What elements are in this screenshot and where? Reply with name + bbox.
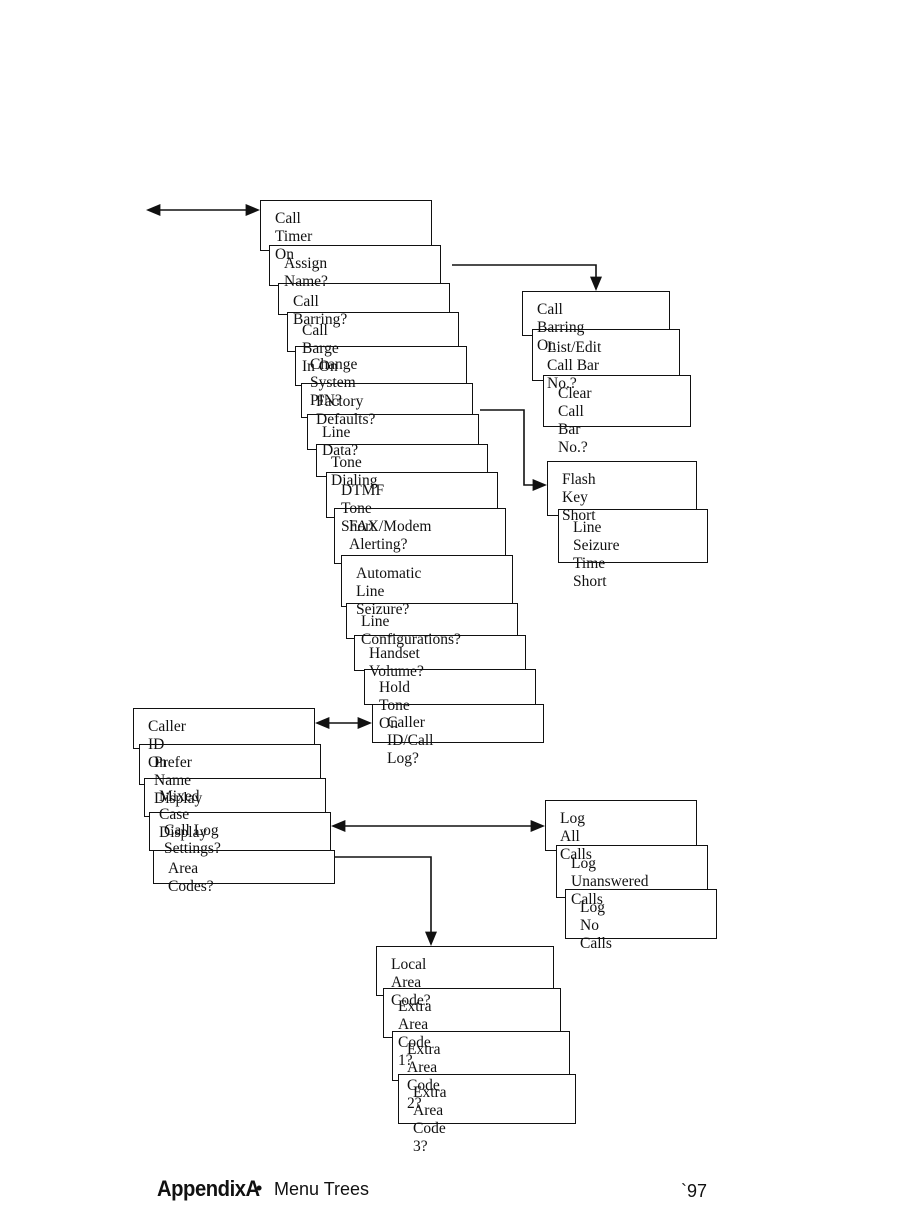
menu-box-clear-call-bar-no xyxy=(543,375,691,427)
menu-box-log-no-calls xyxy=(565,889,717,939)
menu-item-label: Tone Dialing xyxy=(331,454,378,489)
area-codes-arrow xyxy=(425,931,437,946)
menu-item-label: Mixed Case Display xyxy=(159,788,208,841)
menu-item-label: Caller ID/Call Log? xyxy=(387,714,434,767)
menu-box-fax-modem-alerting xyxy=(334,508,506,564)
menu-box-local-area-code xyxy=(376,946,554,996)
footer-section-title: Menu Trees xyxy=(274,1179,370,1199)
footer-bullet: • xyxy=(256,1178,263,1198)
menu-item-label: Prefer Name Display xyxy=(154,754,203,807)
menu-box-call-log-settings xyxy=(149,812,331,851)
menu-box-call-barge-in-on xyxy=(287,312,459,352)
menu-item-label: Call Barge In On xyxy=(302,322,339,375)
entry-arrow-left xyxy=(146,204,161,216)
menu-box-call-timer-on xyxy=(260,200,432,251)
menu-item-label: Assign Name? xyxy=(284,255,328,290)
menu-item-label: Extra Area Code 3? xyxy=(413,1084,447,1155)
menu-item-label: Log Unanswered Calls xyxy=(571,855,649,908)
menu-item-label: Clear Call Bar No.? xyxy=(558,385,592,456)
entry-arrow-right xyxy=(245,204,260,216)
menu-item-label: Hold Tone On xyxy=(379,679,410,732)
caller-id-arrow-right xyxy=(357,717,372,729)
menu-item-label: List/Edit Call Bar No.? xyxy=(547,339,602,392)
menu-item-label: Extra Area Code 1? xyxy=(398,998,432,1069)
menu-item-label: Local Area Code? xyxy=(391,956,431,1009)
line-data-arrow xyxy=(532,479,547,491)
call-log-arrow-left xyxy=(331,820,346,832)
menu-item-label: Change System PIN? xyxy=(310,356,358,409)
menu-box-area-codes xyxy=(153,850,335,884)
menu-item-label: DTMF Tone Short xyxy=(341,482,385,535)
menu-box-line-configurations xyxy=(346,603,518,639)
menu-box-assign-name xyxy=(269,245,441,286)
menu-item-label: Call Barring On xyxy=(537,301,585,354)
menu-item-label: Line Configurations? xyxy=(361,613,461,648)
menu-box-extra-area-code-3 xyxy=(398,1074,576,1124)
menu-box-automatic-line-seizure xyxy=(341,555,513,607)
menu-item-label: Handset Volume? xyxy=(369,645,424,680)
call-log-arrow-right xyxy=(530,820,545,832)
menu-box-flash-key-short xyxy=(547,461,697,516)
area-codes-connector xyxy=(335,856,432,932)
menu-item-label: Log No Calls xyxy=(580,899,612,952)
footer-appendix-label: AppendixA xyxy=(157,1176,260,1201)
menu-item-label: Flash Key Short xyxy=(562,471,596,524)
menu-item-label: Call Barring? xyxy=(293,293,348,328)
footer-page-number: `97 xyxy=(681,1181,708,1201)
menu-item-label: Line Data? xyxy=(322,424,359,459)
menu-item-label: Area Codes? xyxy=(168,860,214,895)
menu-item-label: Line Seizure Time Short xyxy=(573,519,620,590)
menu-item-label: Caller ID On xyxy=(148,718,186,771)
caller-id-arrow-left xyxy=(315,717,330,729)
menu-item-label: Call Timer On xyxy=(275,210,313,263)
menu-box-list-edit-call-bar-no xyxy=(532,329,680,381)
menu-item-label: FAX/Modem Alerting? xyxy=(349,518,432,553)
menu-item-label: Automatic Line Seizure? xyxy=(356,565,422,618)
menu-item-label: Factory Defaults? xyxy=(316,393,376,428)
menu-item-label: Extra Area Code 2? xyxy=(407,1041,441,1112)
menu-item-label: Call Log Settings? xyxy=(164,822,221,857)
menu-box-handset-volume xyxy=(354,635,526,671)
call-barring-connector xyxy=(452,264,597,278)
call-barring-arrow xyxy=(590,276,602,291)
menu-box-line-seizure-time-short xyxy=(558,509,708,563)
menu-box-caller-id-call-log xyxy=(372,704,544,743)
menu-item-label: Log All Calls xyxy=(560,810,592,863)
menu-box-tone-dialing xyxy=(316,444,488,477)
